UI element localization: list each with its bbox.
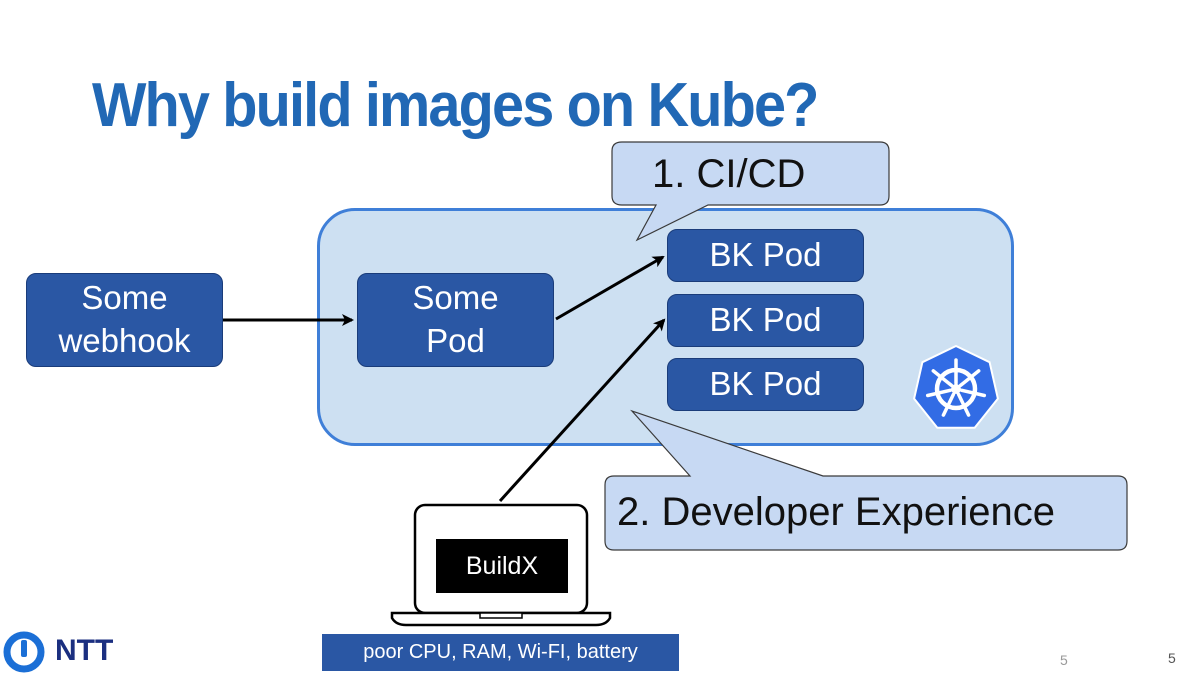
cicd-callout-bubble (611, 141, 890, 242)
pod-to-bk-pod-arrow (555, 255, 665, 321)
ntt-logo-text: NTT (55, 634, 114, 667)
bk-pod-node-2: BK Pod (667, 294, 864, 347)
buildx-label: BuildX (436, 539, 568, 593)
kubernetes-helm-icon (913, 344, 999, 429)
some-pod-label-line-1: Some (412, 279, 499, 317)
slide-title: Why build images on Kube? (92, 71, 819, 140)
laptop-to-bk-pod-arrow (498, 318, 666, 503)
webhook-node: Some webhook (26, 273, 223, 367)
devx-callout-bubble (604, 409, 1128, 551)
bk-pod-node-1: BK Pod (667, 229, 864, 282)
some-pod-label-line-2: Pod (426, 322, 485, 359)
some-pod-node: Some Pod (357, 273, 554, 367)
laptop-limitations-note: poor CPU, RAM, Wi-FI, battery (322, 634, 679, 671)
cicd-callout-text: 1. CI/CD (652, 152, 806, 196)
webhook-label-line-1: Some (81, 279, 168, 317)
ntt-logo-icon (3, 631, 45, 673)
bk-pod-node-3: BK Pod (667, 358, 864, 411)
devx-callout-text: 2. Developer Experience (617, 490, 1056, 534)
webhook-label-line-2: webhook (58, 322, 191, 359)
page-number-faint: 5 (1060, 652, 1068, 668)
page-number: 5 (1168, 650, 1176, 666)
